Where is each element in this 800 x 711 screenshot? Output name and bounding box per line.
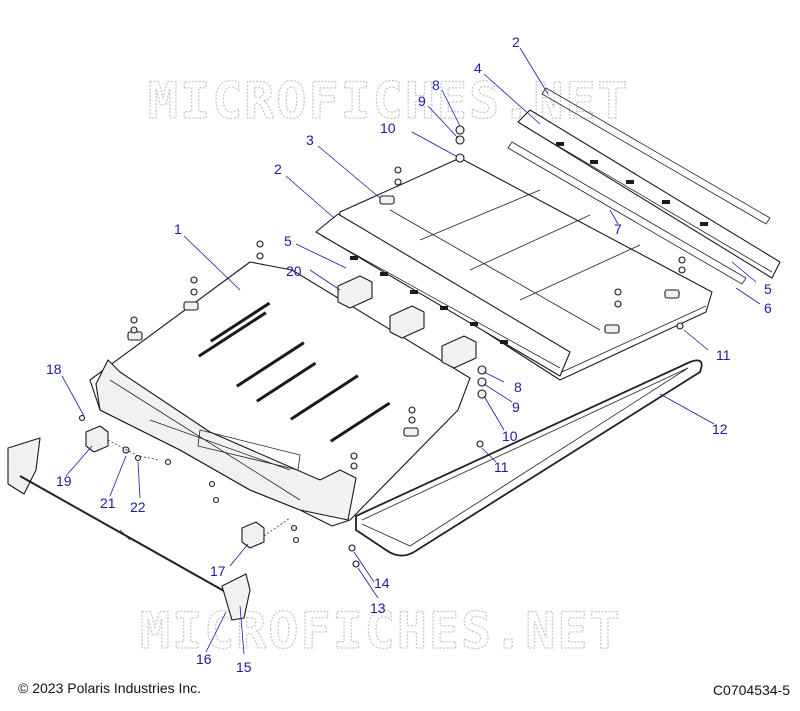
callout-18: 18 [46,361,62,377]
callout-19: 19 [56,473,72,489]
callout-17: 17 [210,563,226,579]
callout-7: 7 [614,221,622,237]
callout-10-top: 10 [380,120,396,136]
hardware [130,125,686,568]
callout-10-lower: 10 [502,428,518,444]
callout-9-top: 9 [418,93,426,109]
callout-8-lower: 8 [514,379,522,395]
callout-1: 1 [174,221,182,237]
callout-6: 6 [764,300,772,316]
callout-16: 16 [196,651,212,667]
callout-22: 22 [130,499,146,515]
front-roof-panel [89,261,471,527]
callout-11-rear: 11 [716,347,731,363]
hinge-bracket-left [78,414,161,462]
wiper-rod-assembly [7,437,251,621]
hinge-bracket-center [241,517,291,549]
leader-lines [61,47,761,655]
callout-9-lower: 9 [512,399,520,415]
callout-2-rear-rail: 2 [512,34,520,50]
callout-labels: 1 2 2 3 4 5 5 6 7 8 8 9 9 10 10 11 11 12… [46,34,772,675]
callout-13: 13 [370,600,386,616]
callout-11-front: 11 [494,459,509,475]
foam-pads [337,275,477,369]
watermark-bottom: MICROFICHES.NET [140,602,622,660]
rear-roof-panel [335,157,713,381]
rear-roof-rail [517,87,781,279]
rail-trim-strip [507,141,747,285]
callout-14: 14 [374,575,390,591]
callout-4: 4 [474,60,482,76]
callout-8-top: 8 [432,77,440,93]
callout-12: 12 [712,421,728,437]
diagram-code: C0704534-5 [712,682,790,698]
front-roof-rail [315,213,571,377]
callout-2-front-rail: 2 [274,161,282,177]
callout-5-front: 5 [284,233,292,249]
callout-5-rear: 5 [764,281,772,297]
copyright-text: © 2023 Polaris Industries Inc. [18,680,202,696]
callout-3: 3 [306,132,314,148]
callout-15: 15 [236,659,252,675]
callout-21: 21 [100,495,116,511]
seal-strip [355,359,703,557]
callout-20: 20 [286,263,302,279]
